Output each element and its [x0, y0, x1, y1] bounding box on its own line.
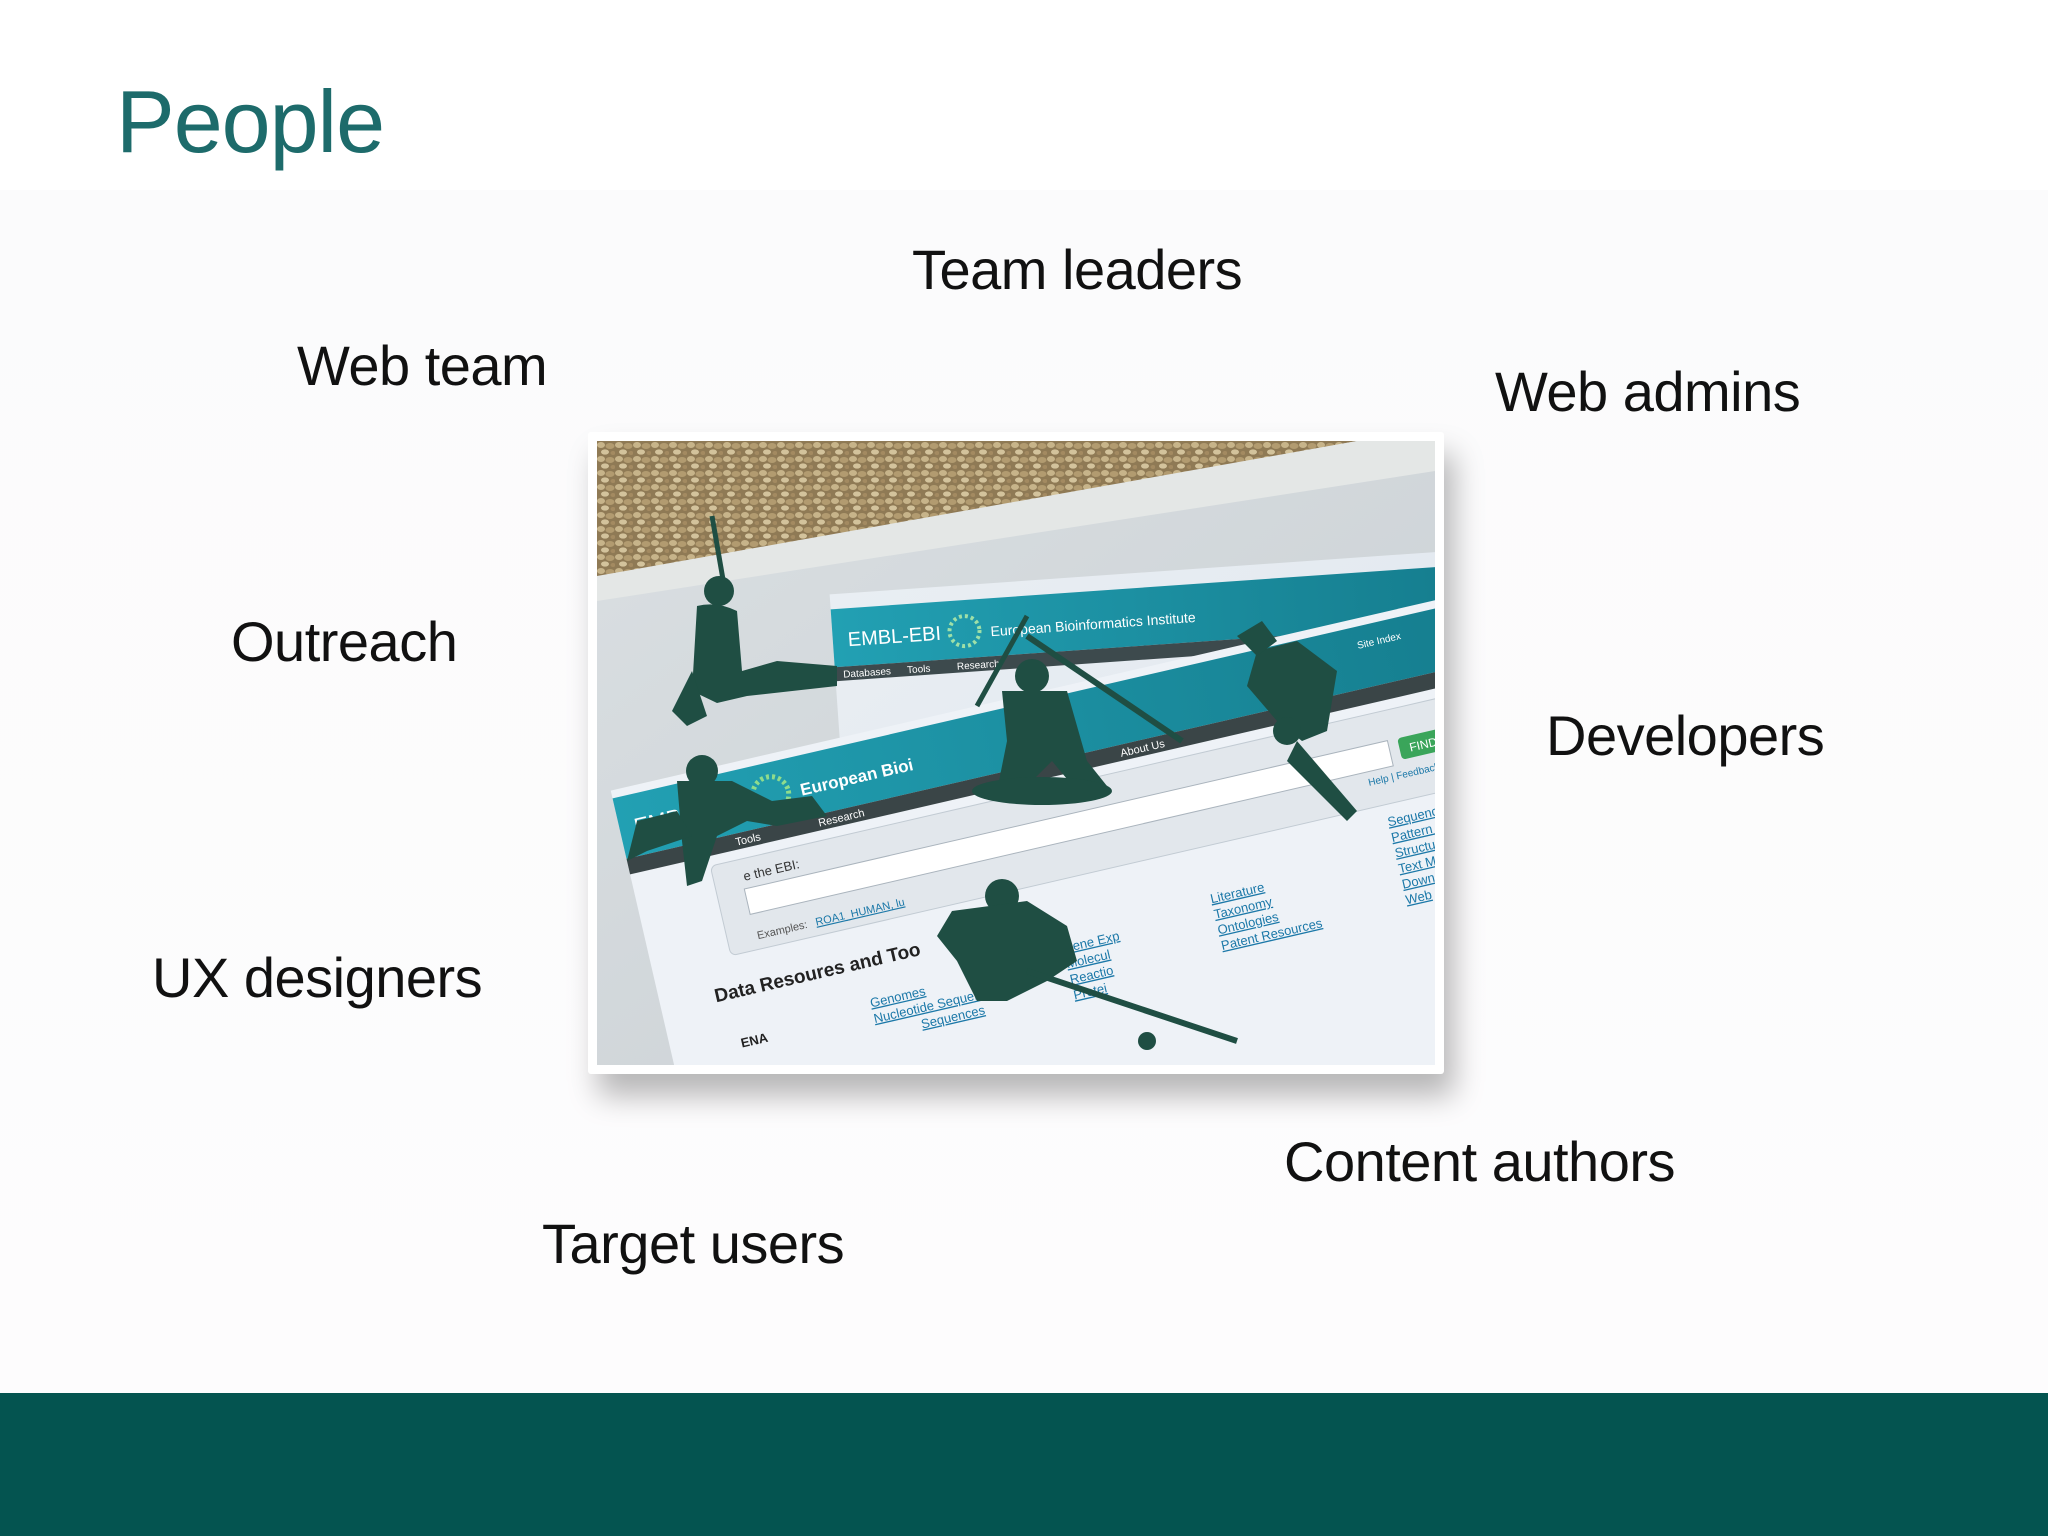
footer-bar: [0, 1393, 2048, 1536]
back-nav-databases: Databases: [843, 666, 891, 680]
role-ux-designers: UX designers: [152, 946, 483, 1009]
col5-item: Web: [1404, 887, 1433, 908]
col5-item: Down: [1400, 870, 1435, 892]
toy-soldier: [1237, 621, 1357, 821]
role-content-authors: Content authors: [1284, 1130, 1675, 1193]
toy-soldier: [627, 755, 827, 886]
photo-illustration: EMBL-EBI European Bioinformatics Institu…: [597, 441, 1435, 1065]
front-nav-tools: Tools: [734, 831, 762, 849]
search-box: [743, 739, 1394, 915]
col1-item: ENA: [739, 1030, 770, 1051]
role-target-users: Target users: [542, 1212, 845, 1275]
toy-soldiers: [627, 515, 1357, 1050]
role-web-admins: Web admins: [1495, 360, 1801, 423]
role-outreach: Outreach: [231, 610, 458, 673]
back-nav-tools: Tools: [907, 664, 931, 677]
role-team-leaders: Team leaders: [912, 238, 1243, 301]
role-web-team: Web team: [297, 334, 548, 397]
toy-soldiers-photo: EMBL-EBI European Bioinformatics Institu…: [597, 441, 1435, 1065]
toy-soldier: [672, 515, 837, 726]
photo-frame: EMBL-EBI European Bioinformatics Institu…: [588, 432, 1444, 1074]
find-button-label: FIND: [1408, 735, 1435, 755]
toy-soldier: [972, 614, 1184, 805]
find-button: [1397, 727, 1435, 759]
back-banner: [830, 564, 1435, 668]
back-nav-research: Research: [957, 659, 1000, 673]
toy-soldier: [937, 879, 1238, 1050]
slide-title: People: [116, 72, 385, 171]
role-developers: Developers: [1546, 704, 1825, 767]
